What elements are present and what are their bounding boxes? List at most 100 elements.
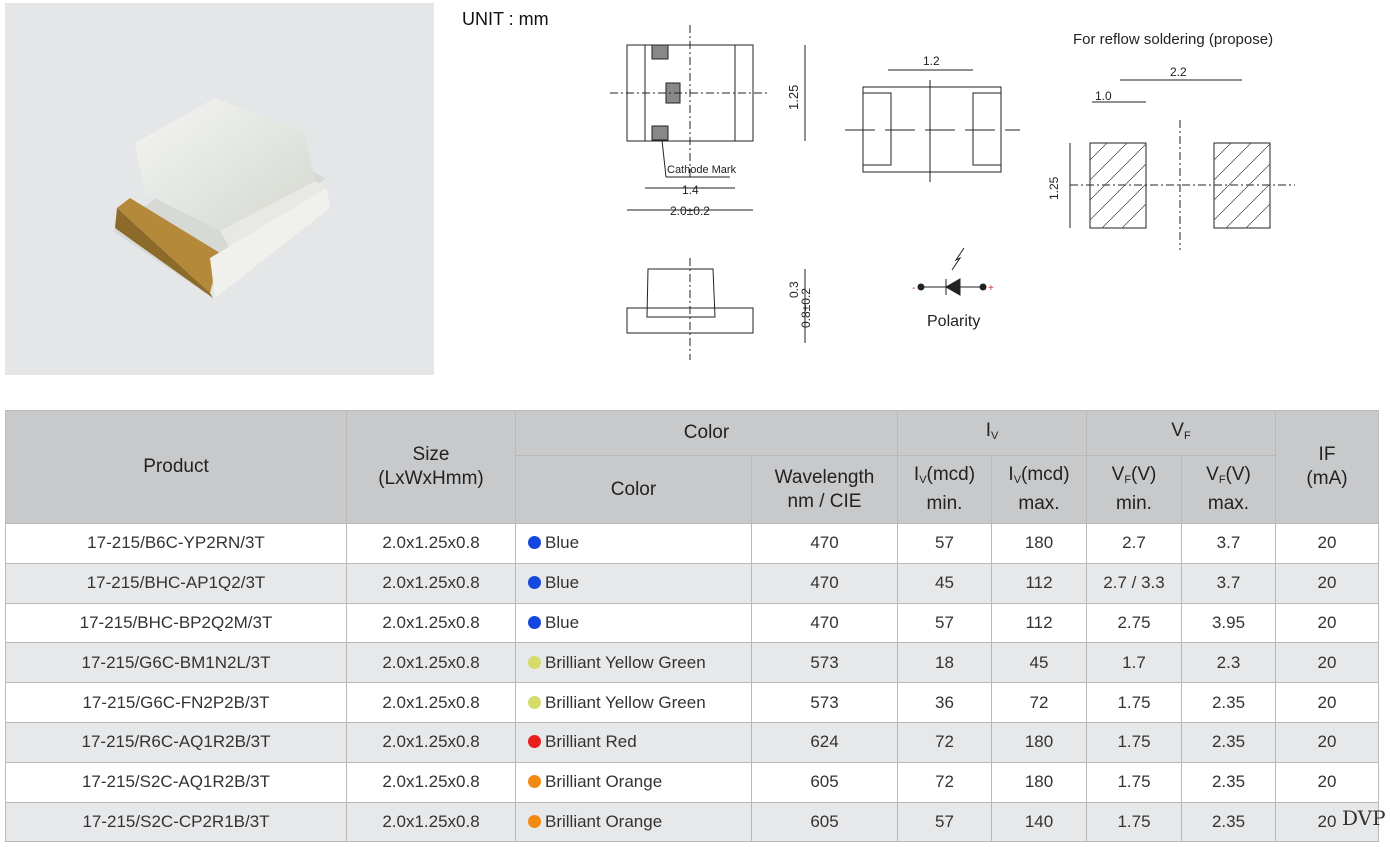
if-cell: 20	[1275, 801, 1379, 843]
vf-max-cell: 2.35	[1181, 682, 1276, 723]
vf-max-cell: 2.35	[1181, 761, 1276, 803]
color-dot-icon	[528, 655, 541, 669]
header-vf: VF	[1086, 410, 1276, 456]
vf-min-cell: 1.75	[1086, 682, 1182, 723]
reflow-pitch: 2.2	[1170, 65, 1187, 79]
size-cell: 2.0x1.25x0.8	[346, 761, 516, 803]
size-cell: 2.0x1.25x0.8	[346, 801, 516, 843]
header-if: IF(mA)	[1275, 410, 1379, 524]
wavelength-cell: 470	[751, 523, 898, 564]
product-cell: 17-215/R6C-AQ1R2B/3T	[5, 721, 347, 763]
iv-min-cell: 57	[897, 602, 992, 644]
color-label: Blue	[545, 533, 580, 553]
color-cell: Brilliant Red	[515, 721, 752, 763]
if-cell: 20	[1275, 761, 1379, 803]
reflow-pad-width: 1.0	[1095, 89, 1112, 103]
vf-min-cell: 1.75	[1086, 761, 1182, 803]
reflow-title: For reflow soldering (propose)	[1073, 31, 1273, 48]
product-cell: 17-215/G6C-BM1N2L/3T	[5, 642, 347, 684]
color-dot-icon	[528, 735, 541, 749]
unit-label: UNIT : mm	[462, 9, 549, 29]
header-iv-min: IV(mcd)min.	[897, 455, 992, 524]
vf-min-cell: 1.75	[1086, 721, 1182, 763]
color-dot-icon	[528, 695, 541, 709]
polarity-symbol: + - Polarity	[912, 247, 994, 330]
vf-min-cell: 2.75	[1086, 602, 1182, 644]
cathode-mark-label: Cathode Mark	[667, 164, 737, 176]
vf-min-cell: 2.7	[1086, 523, 1182, 564]
size-cell: 2.0x1.25x0.8	[346, 721, 516, 763]
led-product-photo	[5, 3, 434, 375]
vf-min-cell: 2.7 / 3.3	[1086, 562, 1182, 604]
reflow-pad-drawing: For reflow soldering (propose) 2.2 1.0 1…	[1047, 31, 1295, 250]
color-dot-icon	[528, 814, 541, 828]
color-cell: Blue	[515, 562, 752, 604]
color-dot-icon	[528, 775, 541, 789]
iv-max-cell: 180	[991, 761, 1087, 803]
color-label: Blue	[545, 573, 580, 593]
product-cell: 17-215/BHC-AP1Q2/3T	[5, 562, 347, 604]
color-dot-icon	[528, 576, 541, 590]
size-cell: 2.0x1.25x0.8	[346, 682, 516, 723]
minus-sign: -	[912, 283, 915, 294]
header-iv-max: IV(mcd)max.	[991, 455, 1087, 524]
vf-max-cell: 3.95	[1181, 602, 1276, 644]
color-cell: Brilliant Yellow Green	[515, 682, 752, 723]
iv-min-cell: 45	[897, 562, 992, 604]
wavelength-cell: 605	[751, 801, 898, 843]
color-label: Blue	[545, 612, 580, 632]
product-cell: 17-215/BHC-BP2Q2M/3T	[5, 602, 347, 644]
header-size: Size(LxWxHmm)	[346, 410, 516, 524]
size-cell: 2.0x1.25x0.8	[346, 602, 516, 644]
vf-max-cell: 3.7	[1181, 562, 1276, 604]
vf-max-cell: 2.35	[1181, 801, 1276, 843]
color-dot-icon	[528, 615, 541, 629]
color-cell: Brilliant Orange	[515, 761, 752, 803]
size-cell: 2.0x1.25x0.8	[346, 642, 516, 684]
iv-min-cell: 57	[897, 523, 992, 564]
plus-sign: +	[988, 283, 994, 294]
dim-top: 0.3	[787, 281, 801, 298]
product-spec-table: Product Size(LxWxHmm) Color IV VF IF(mA)…	[5, 410, 1379, 843]
dim-width: 2.0±0.2	[670, 204, 710, 218]
polarity-label: Polarity	[927, 313, 980, 330]
color-label: Brilliant Orange	[545, 772, 663, 792]
dim-height: 1.25	[786, 85, 801, 110]
header-product: Product	[5, 410, 347, 524]
header-iv: IV	[897, 410, 1087, 456]
header-color-group: Color	[515, 410, 898, 456]
color-cell: Brilliant Orange	[515, 801, 752, 843]
if-cell: 20	[1275, 562, 1379, 604]
wavelength-cell: 605	[751, 761, 898, 803]
top-view-drawing: 1.25 Cathode Mark 1.4 2.0±0.2	[610, 25, 806, 218]
if-cell: 20	[1275, 642, 1379, 684]
iv-min-cell: 72	[897, 761, 992, 803]
side-view-drawing: 0.3 0.8±0.2	[626, 258, 813, 360]
vf-max-cell: 2.35	[1181, 721, 1276, 763]
header-vf-max: VF(V)max.	[1181, 455, 1276, 524]
color-label: Brilliant Yellow Green	[545, 652, 706, 672]
wavelength-cell: 470	[751, 602, 898, 644]
watermark: DVP	[1342, 806, 1386, 830]
color-label: Brilliant Yellow Green	[545, 692, 706, 712]
color-cell: Brilliant Yellow Green	[515, 642, 752, 684]
vf-max-cell: 2.3	[1181, 642, 1276, 684]
if-cell: 20	[1275, 602, 1379, 644]
vf-min-cell: 1.7	[1086, 642, 1182, 684]
iv-max-cell: 112	[991, 602, 1087, 644]
iv-min-cell: 72	[897, 721, 992, 763]
if-cell: 20	[1275, 682, 1379, 723]
led-chip-image	[113, 98, 330, 298]
size-cell: 2.0x1.25x0.8	[346, 523, 516, 564]
iv-max-cell: 72	[991, 682, 1087, 723]
product-cell: 17-215/B6C-YP2RN/3T	[5, 523, 347, 564]
color-cell: Blue	[515, 523, 752, 564]
product-cell: 17-215/S2C-CP2R1B/3T	[5, 801, 347, 843]
product-cell: 17-215/G6C-FN2P2B/3T	[5, 682, 347, 723]
